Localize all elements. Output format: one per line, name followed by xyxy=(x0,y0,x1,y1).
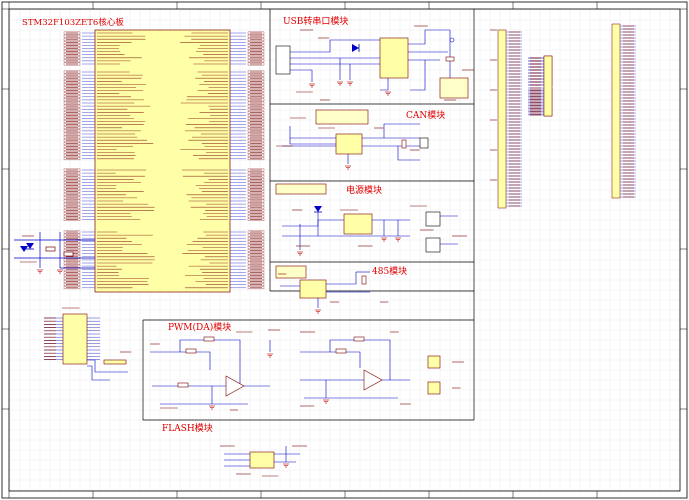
core-section-title: STM32F103ZET6核心板 xyxy=(22,16,124,28)
net-label-marks xyxy=(20,26,474,476)
can-section-title: CAN模块 xyxy=(406,108,445,121)
pin-headers xyxy=(490,24,636,208)
power-section-title: 电源模块 xyxy=(346,183,382,196)
power-led-icon xyxy=(314,206,322,212)
flash-section-title: FLASH模块 xyxy=(162,421,213,434)
pwm-module xyxy=(150,337,440,404)
flash-module xyxy=(224,446,300,468)
rs485-section-title: 485模块 xyxy=(372,264,407,277)
pwm-section-title: PWM(DA)模块 xyxy=(168,320,231,333)
sram-chip xyxy=(63,314,87,364)
reset-led-icon xyxy=(20,243,34,252)
mcu-chip xyxy=(95,30,230,292)
usb-section-title: USB转串口模块 xyxy=(283,14,348,27)
usb-diode-icon xyxy=(352,44,359,52)
mcu-net-labels-right xyxy=(248,32,264,289)
mcu-net-labels-left xyxy=(64,32,80,289)
